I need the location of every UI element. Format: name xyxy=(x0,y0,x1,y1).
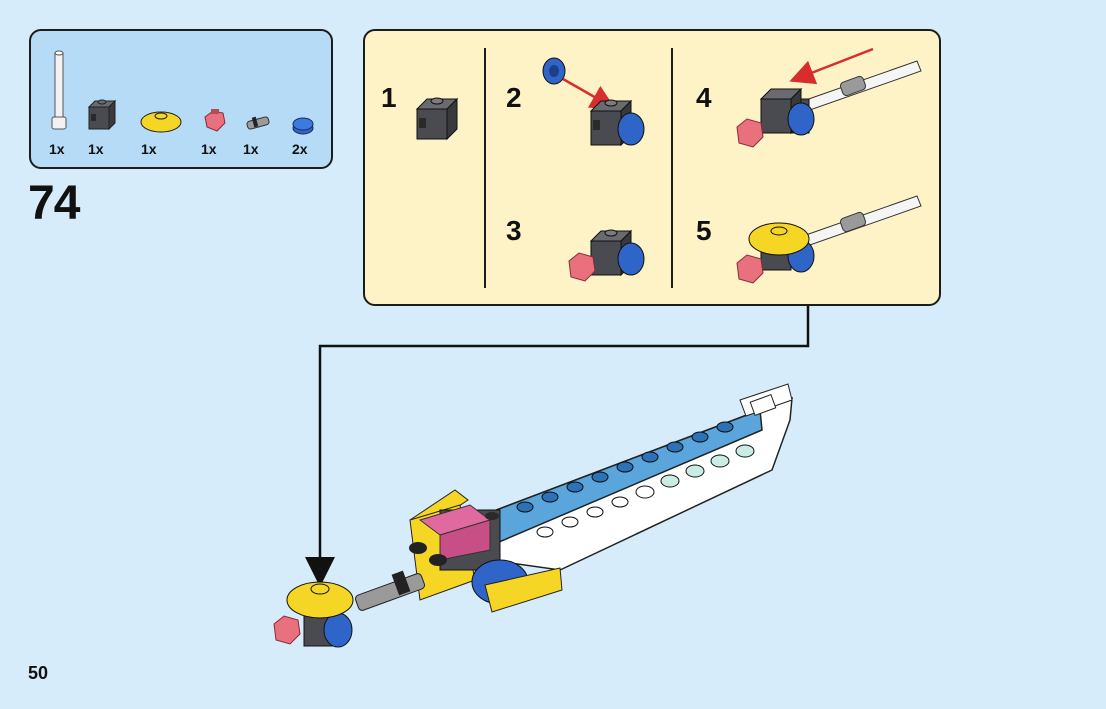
page-number: 50 xyxy=(28,663,48,684)
sword-blade-icon xyxy=(470,384,792,570)
sword-handle-icon xyxy=(274,571,426,647)
